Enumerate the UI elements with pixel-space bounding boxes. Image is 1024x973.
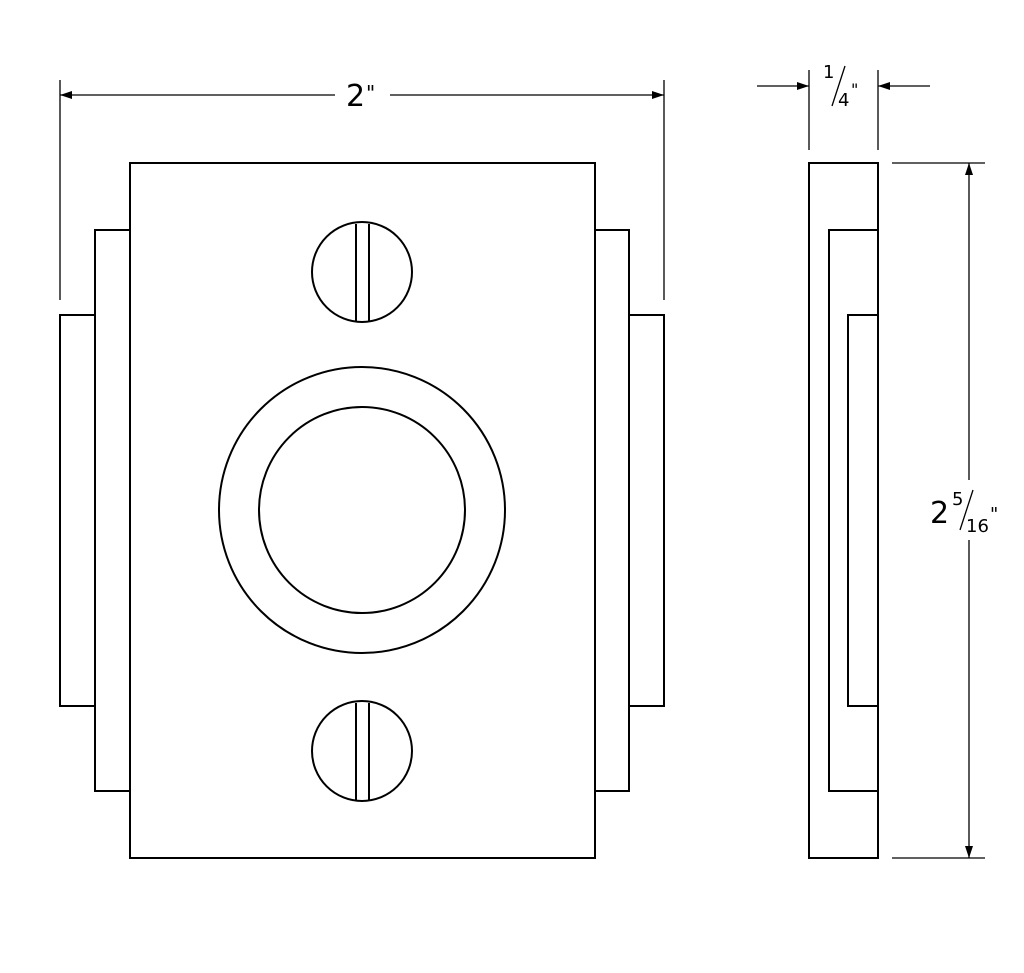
front-view [59,162,665,859]
button-outer-ring [218,366,506,654]
thickness-fraction-bar [831,65,846,107]
left-inner-step [94,229,130,792]
width-label-whole: 2 [346,79,365,114]
thickness-unit: " [851,80,858,99]
width-label-unit: " [366,81,375,105]
bottom-screw [311,700,413,802]
top-screw [311,221,413,323]
side-view [808,162,879,859]
height-label-numerator: 5 [952,489,963,510]
thickness-denominator: 4 [838,90,849,111]
right-outer-step [629,314,665,707]
height-label-whole: 2 [930,496,949,531]
right-inner-step [595,229,630,792]
width-dimension: 2 " [59,79,665,300]
height-fraction-bar [959,489,974,531]
height-label-denominator: 16 [966,516,989,537]
thickness-numerator: 1 [823,62,834,83]
height-dimension: 2 5 16 " [892,162,998,859]
thickness-dimension: 1 4 " [757,62,930,150]
bell-button [218,366,506,654]
side-outer-step [847,314,878,707]
left-outer-step [59,314,95,707]
side-inner-step [828,229,878,792]
height-label-unit: " [990,504,998,525]
button-center [258,406,466,614]
side-plate-outline [808,162,879,859]
main-plate [129,162,596,859]
